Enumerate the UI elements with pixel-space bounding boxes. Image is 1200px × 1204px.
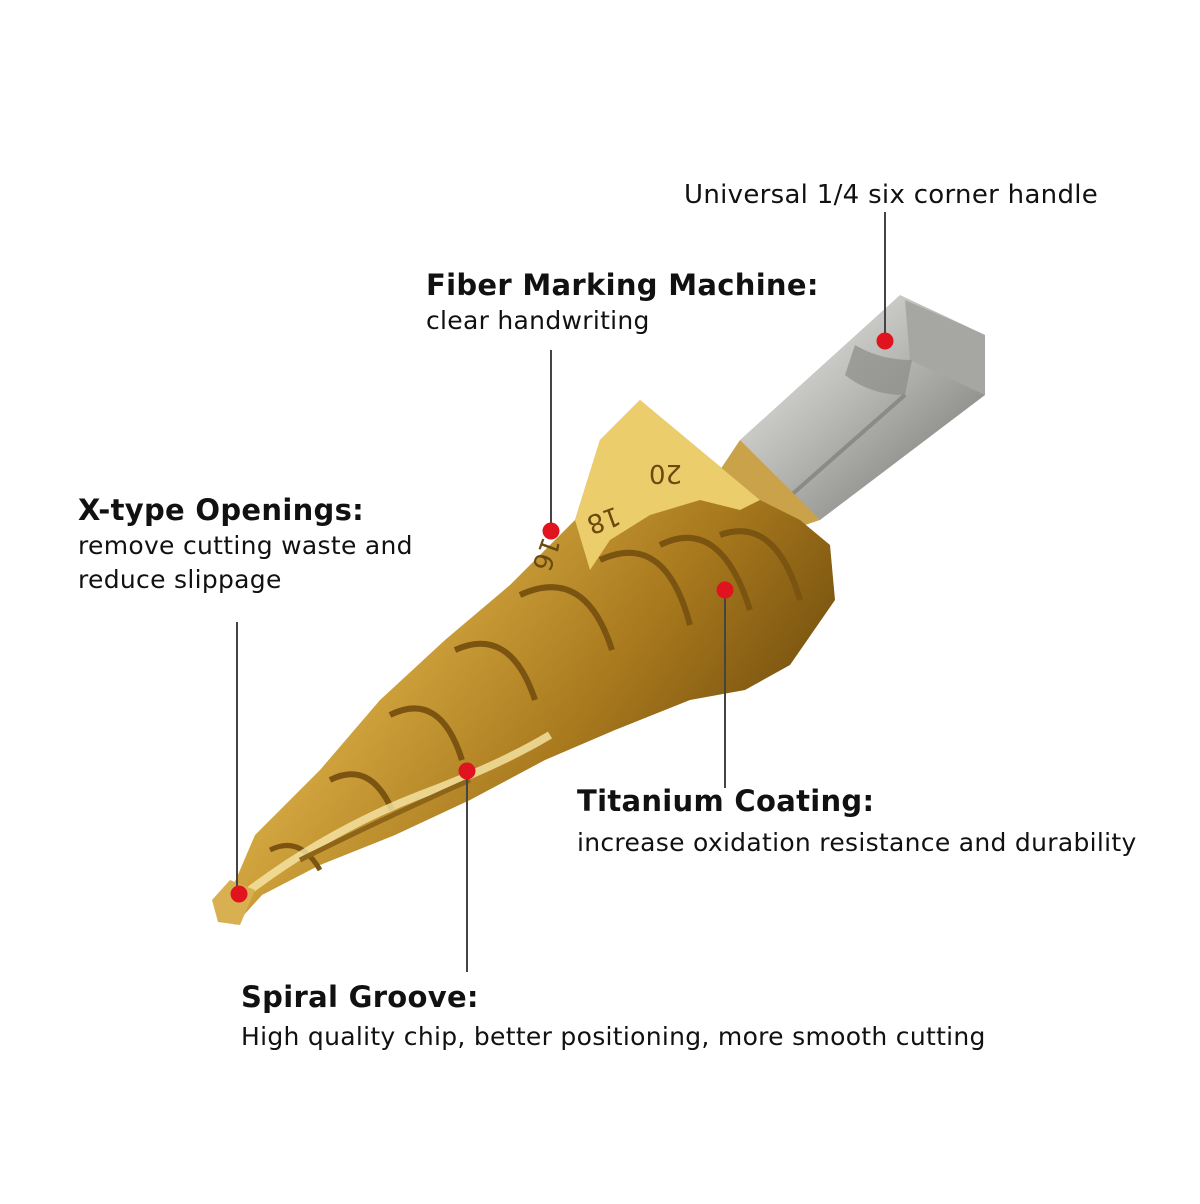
callout-coating-desc: increase oxidation resistance and durabi… [577, 828, 1137, 857]
callout-handle-text: Universal 1/4 six corner handle [684, 180, 1099, 210]
callout-groove: Spiral Groove: High quality chip, better… [241, 978, 986, 1054]
callout-handle: Universal 1/4 six corner handle [684, 178, 1098, 212]
drill-body [212, 400, 835, 925]
marker-marking [542, 522, 560, 540]
callout-openings-desc-line2: reduce slippage [78, 565, 282, 594]
callout-groove-desc: High quality chip, better positioning, m… [241, 1022, 986, 1051]
leader-lines [236, 212, 886, 972]
callout-groove-title: Spiral Groove: [241, 980, 479, 1014]
callout-marking-title: Fiber Marking Machine: [426, 268, 819, 302]
marker-coating [716, 581, 734, 599]
hex-shank [720, 295, 985, 530]
callout-coating: Titanium Coating: increase oxidation res… [577, 782, 1137, 860]
callout-marking: Fiber Marking Machine: clear handwriting [426, 266, 819, 338]
marking-20: 20 [649, 458, 682, 488]
callout-markers [230, 332, 894, 903]
marker-openings [230, 885, 248, 903]
callout-marking-desc: clear handwriting [426, 306, 650, 335]
callout-openings-title: X-type Openings: [78, 493, 365, 527]
callout-openings: X-type Openings: remove cutting waste an… [78, 491, 413, 597]
marker-groove [458, 762, 476, 780]
callout-coating-title: Titanium Coating: [577, 784, 875, 818]
callout-openings-desc-line1: remove cutting waste and [78, 531, 413, 560]
marker-handle [876, 332, 894, 350]
